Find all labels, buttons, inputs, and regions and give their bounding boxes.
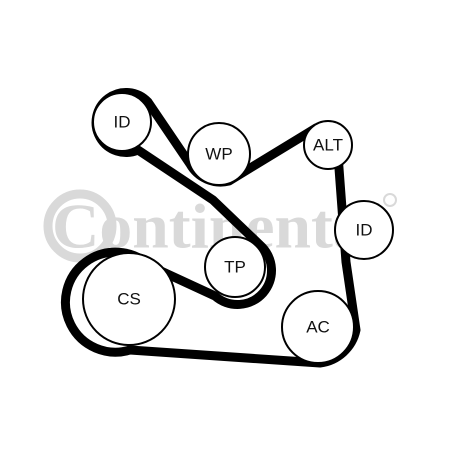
pulley-label-alt: ALT (313, 136, 343, 155)
pulley-wp: WP (187, 122, 251, 186)
pulley-tp: TP (204, 236, 266, 298)
watermark-registered-mark (383, 193, 397, 207)
pulley-label-ac: AC (306, 318, 330, 337)
pulley-label-id-right: ID (356, 221, 373, 240)
watermark-ring (43, 189, 117, 263)
pulley-id-right: ID (334, 200, 394, 260)
pulley-id-top: ID (92, 92, 152, 152)
pulley-cs: CS (82, 252, 176, 346)
pulley-alt: ALT (303, 120, 353, 170)
pulley-label-id-top: ID (114, 113, 131, 132)
pulley-label-tp: TP (224, 258, 246, 277)
pulley-label-wp: WP (205, 145, 232, 164)
pulley-ac: AC (281, 290, 355, 364)
pulley-label-cs: CS (117, 290, 141, 309)
